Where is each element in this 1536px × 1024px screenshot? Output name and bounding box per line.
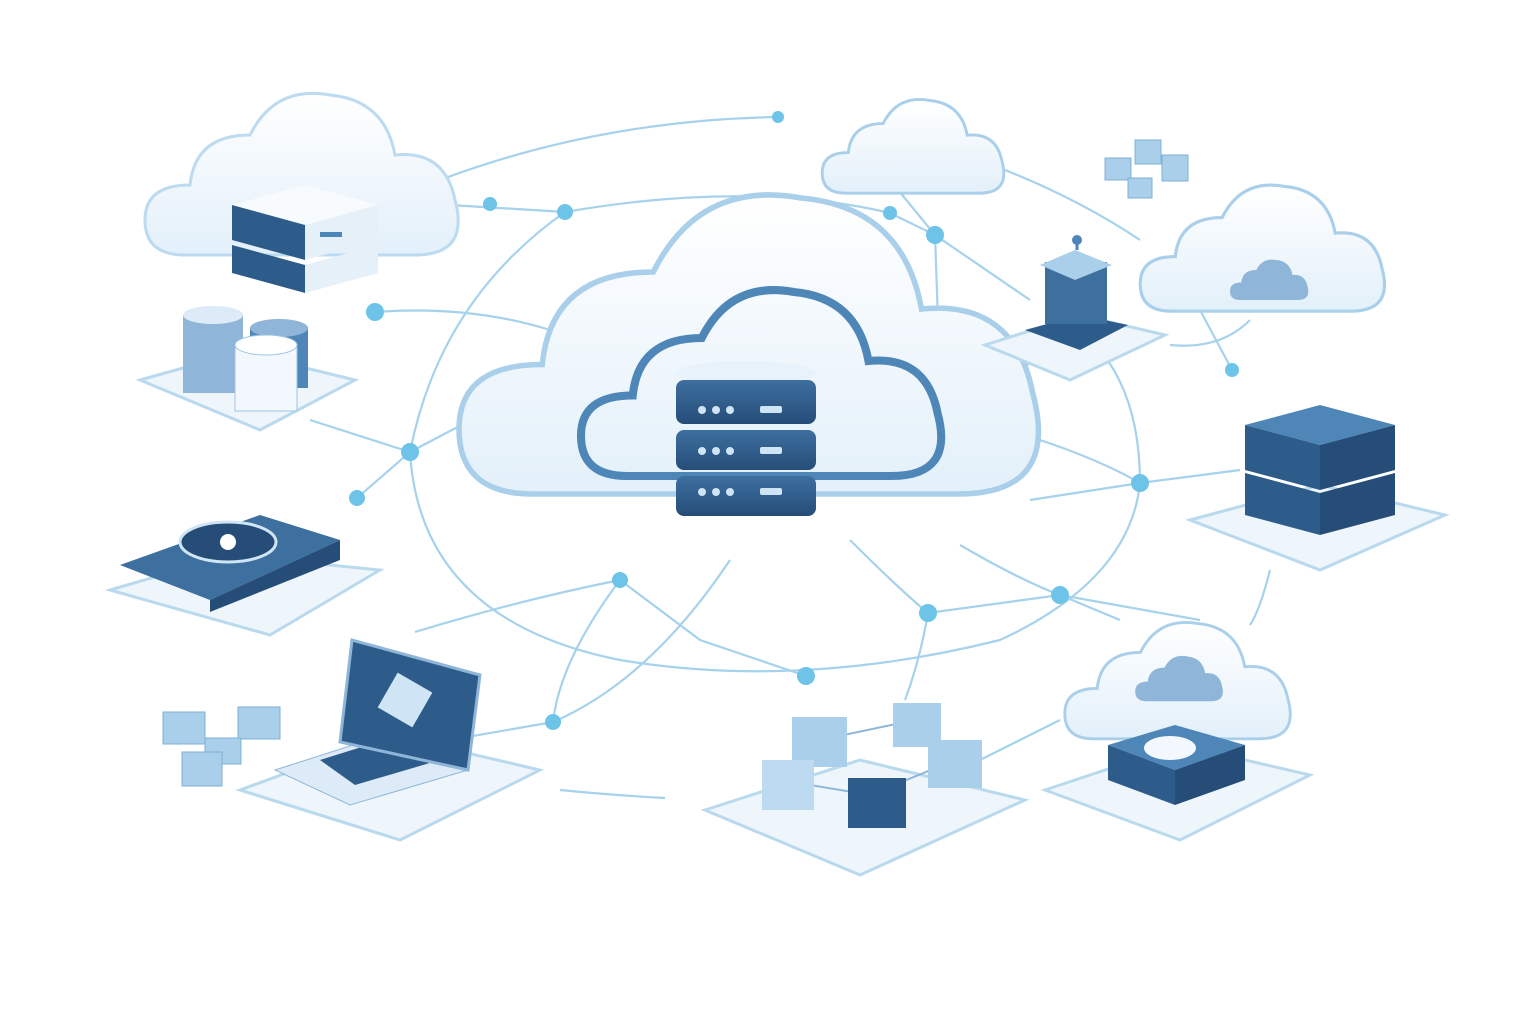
node-dot <box>483 197 497 211</box>
node-dot <box>545 714 561 730</box>
node-dot <box>1051 586 1069 604</box>
cloud-icon <box>820 97 1006 195</box>
gpu-card-icon <box>104 515 385 637</box>
cloud-server-icon <box>143 91 460 293</box>
node-dot <box>1225 363 1239 377</box>
node-dot <box>919 604 937 622</box>
network-nodes <box>349 111 1239 730</box>
laptop-icon <box>235 638 545 842</box>
node-dot <box>366 303 384 321</box>
server-rack-icon <box>1185 405 1450 572</box>
node-dot <box>612 572 628 588</box>
node-dot <box>926 226 944 244</box>
node-dot <box>797 667 815 685</box>
cloud-device-icon <box>1040 620 1315 842</box>
node-dot <box>401 443 419 461</box>
node-dot <box>1131 474 1149 492</box>
node-dot <box>349 490 365 506</box>
cubes-icon <box>162 706 281 787</box>
central-database-icon <box>676 361 816 516</box>
cloud-icon <box>1138 183 1387 313</box>
cubes-icon <box>1104 139 1189 199</box>
node-dot <box>772 111 784 123</box>
tower-server-icon <box>980 235 1170 382</box>
node-dot <box>557 204 573 220</box>
node-dot <box>883 206 897 220</box>
cubes-network-icon <box>700 703 1030 877</box>
database-cylinders-icon <box>135 306 360 432</box>
